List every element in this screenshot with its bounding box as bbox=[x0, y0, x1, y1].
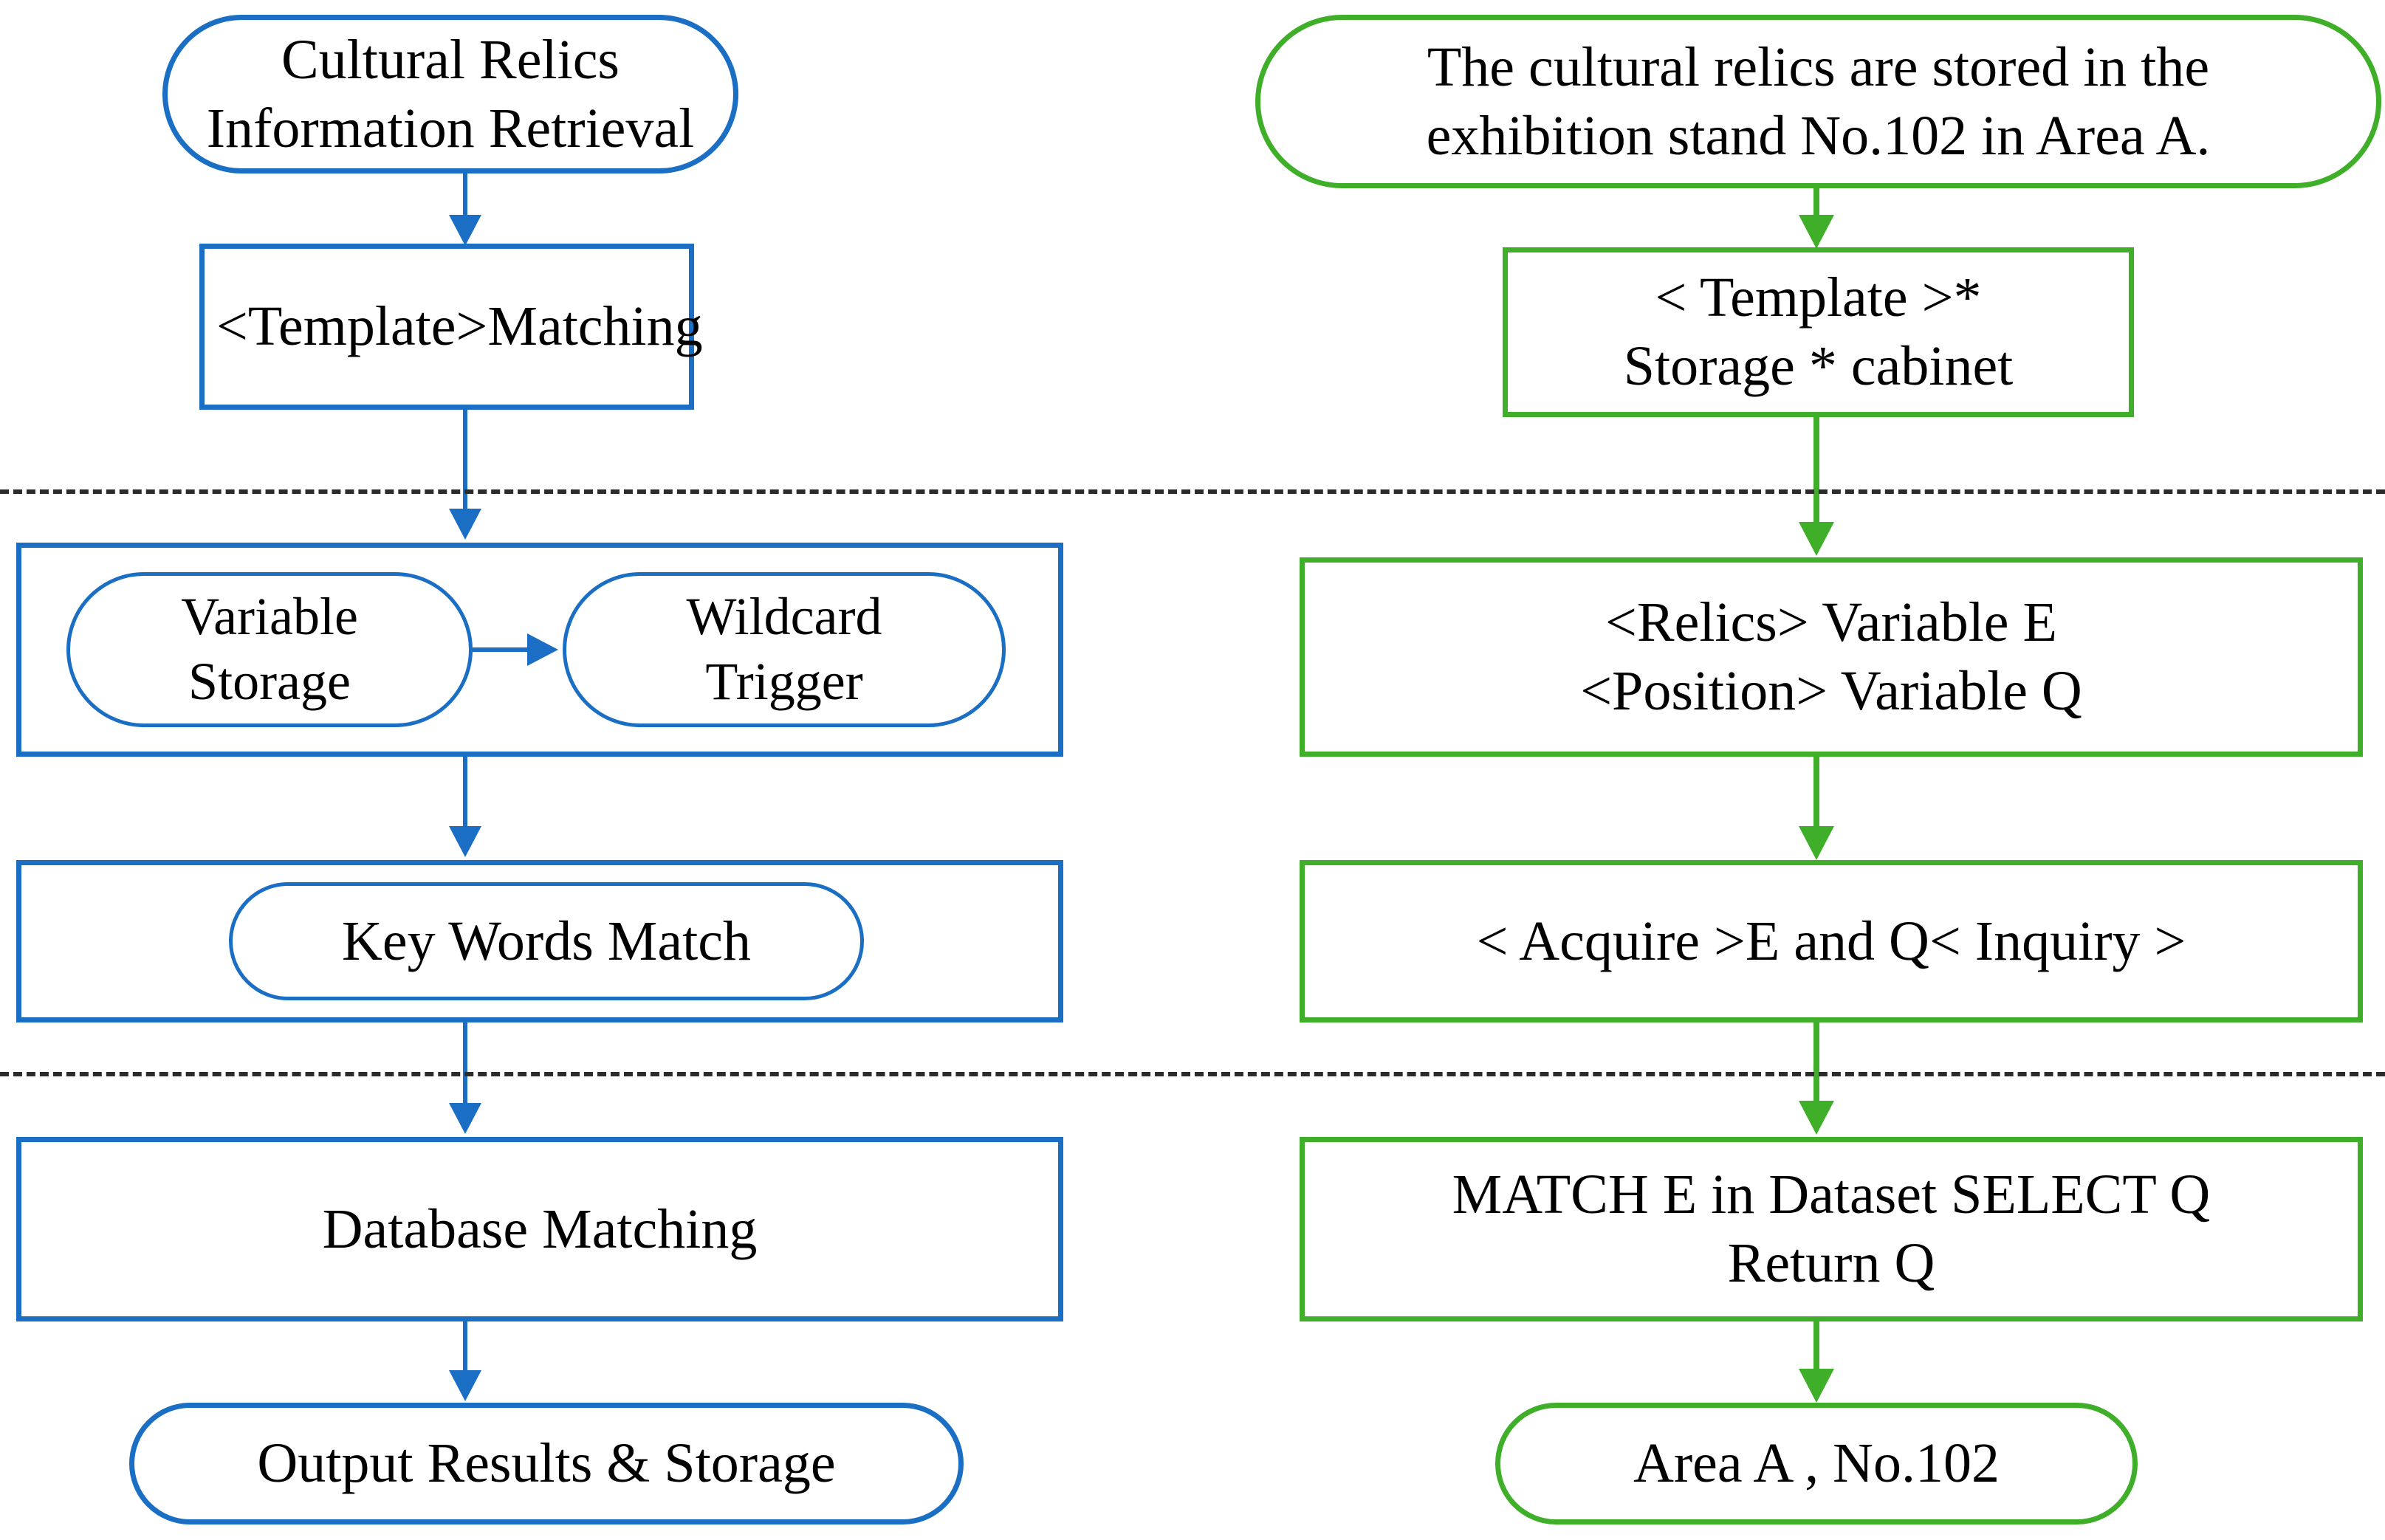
node-output-results-storage[interactable]: Output Results & Storage bbox=[129, 1403, 964, 1524]
connector-example-match-to-result bbox=[1799, 1321, 1834, 1403]
separator-top bbox=[0, 489, 2385, 494]
node-variable-storage[interactable]: Variable Storage bbox=[66, 572, 473, 727]
node-label: < Template >* Storage * cabinet bbox=[1623, 267, 2014, 397]
node-label: Cultural Relics Information Retrieval bbox=[206, 28, 695, 159]
node-label: Area A , No.102 bbox=[1633, 1432, 2000, 1495]
node-example-result[interactable]: Area A , No.102 bbox=[1495, 1403, 2138, 1524]
connector-database-matching-to-output bbox=[449, 1321, 481, 1403]
node-example-start-sentence[interactable]: The cultural relics are stored in the ex… bbox=[1255, 15, 2381, 188]
node-label: The cultural relics are stored in the ex… bbox=[1426, 35, 2211, 167]
connector-start-to-template-matching bbox=[449, 173, 481, 246]
node-label: <Relics> Variable E <Position> Variable … bbox=[1580, 591, 2082, 722]
node-label: MATCH E in Dataset SELECT Q Return Q bbox=[1452, 1163, 2211, 1294]
connector-example-variables-to-acquire bbox=[1799, 757, 1834, 860]
connector-example-start-to-template bbox=[1799, 188, 1834, 249]
connector-variable-group-to-key-words-match bbox=[449, 757, 481, 860]
node-label: Key Words Match bbox=[342, 910, 751, 972]
node-template-matching[interactable]: <Template>Matching bbox=[199, 244, 703, 410]
node-cultural-relics-information-retrieval[interactable]: Cultural Relics Information Retrieval bbox=[162, 15, 738, 173]
connector-example-template-to-variables bbox=[1799, 417, 1834, 557]
node-key-words-match[interactable]: Key Words Match bbox=[229, 882, 864, 1000]
node-database-matching[interactable]: Database Matching bbox=[16, 1137, 1063, 1321]
node-label: Variable Storage bbox=[181, 587, 358, 711]
node-label: Database Matching bbox=[322, 1197, 758, 1260]
node-label: Output Results & Storage bbox=[257, 1432, 836, 1495]
connector-example-acquire-to-match bbox=[1799, 1022, 1834, 1137]
node-label: < Acquire >E and Q< Inquiry > bbox=[1476, 910, 2186, 972]
node-wildcard-trigger[interactable]: Wildcard Trigger bbox=[563, 572, 1006, 727]
node-example-variables[interactable]: <Relics> Variable E <Position> Variable … bbox=[1300, 557, 2363, 757]
node-example-template[interactable]: < Template >* Storage * cabinet bbox=[1503, 247, 2134, 417]
separator-bottom bbox=[0, 1072, 2385, 1076]
connector-variable-storage-to-wildcard-trigger bbox=[473, 631, 561, 668]
node-example-match-statement[interactable]: MATCH E in Dataset SELECT Q Return Q bbox=[1300, 1137, 2363, 1321]
node-example-acquire[interactable]: < Acquire >E and Q< Inquiry > bbox=[1300, 860, 2363, 1022]
node-label: Wildcard Trigger bbox=[686, 587, 882, 711]
connector-template-matching-to-variable-group bbox=[449, 410, 481, 543]
connector-key-words-match-to-database-matching bbox=[449, 1022, 481, 1137]
node-label: <Template>Matching bbox=[216, 295, 703, 358]
